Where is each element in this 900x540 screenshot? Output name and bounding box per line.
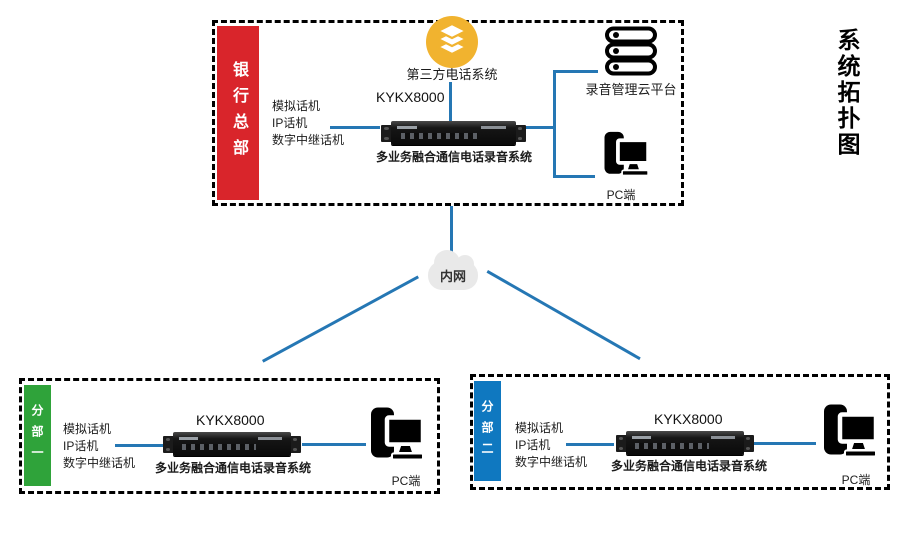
b1-pc-label: PC端 <box>391 474 421 488</box>
third-party-label: 第三方电话系统 <box>406 67 498 82</box>
cloud-platform-label: 录音管理云平台 <box>585 82 677 97</box>
hq-phone-digital: 数字中继话机 <box>272 133 345 147</box>
b1-recorder-device <box>163 432 301 456</box>
cloud-branch1-line <box>262 275 419 363</box>
branch1-box <box>19 378 440 494</box>
hq-bracket-vertical-line <box>553 70 556 178</box>
hq-thirdparty-device-line <box>449 82 452 122</box>
b2-pc-label: PC端 <box>841 473 871 487</box>
b2-recorder-device <box>616 431 754 455</box>
hq-pc-label: PC端 <box>606 188 636 202</box>
b1-device-caption: 多业务融合通信电话录音系统 <box>154 461 311 475</box>
hq-bracket-server-line <box>553 70 598 73</box>
server-stack-icon <box>603 26 659 76</box>
page-title: 系统拓扑图 <box>834 28 860 158</box>
b1-phone-ip: IP话机 <box>63 439 99 453</box>
b1-device-model: KYKX8000 <box>196 412 265 428</box>
hq-phone-ip: IP话机 <box>272 116 308 130</box>
b2-phone-ip: IP话机 <box>515 438 551 452</box>
b2-phone-list: 模拟话机 IP话机 数字中继话机 <box>515 420 587 471</box>
b1-device-pc-line <box>302 443 366 446</box>
b1-phone-analog: 模拟话机 <box>63 422 112 436</box>
hq-cloud-line <box>450 206 453 254</box>
hq-device-model: KYKX8000 <box>376 89 445 105</box>
hq-device-caption: 多业务融合通信电话录音系统 <box>375 150 532 164</box>
b2-device-pc-line <box>752 442 816 445</box>
hq-phone-list: 模拟话机 IP话机 数字中继话机 <box>272 98 344 149</box>
b1-phones-device-line <box>115 444 163 447</box>
hq-desktop-pc-icon <box>599 131 657 178</box>
branch2-box <box>470 374 890 490</box>
hq-phone-analog: 模拟话机 <box>272 99 321 113</box>
headquarters-label: 银行总部 <box>217 26 259 200</box>
layers-icon <box>426 16 478 68</box>
hq-phones-device-line <box>330 126 380 129</box>
b2-phones-device-line <box>566 443 614 446</box>
b2-device-caption: 多业务融合通信电话录音系统 <box>610 459 767 473</box>
hq-recorder-device <box>381 121 526 145</box>
branch1-label: 分部一 <box>24 385 51 486</box>
b1-desktop-pc-icon <box>370 402 428 467</box>
b2-phone-digital: 数字中继话机 <box>515 455 588 469</box>
hq-bracket-pc-line <box>553 175 595 178</box>
b1-phone-list: 模拟话机 IP话机 数字中继话机 <box>63 421 135 472</box>
b2-device-model: KYKX8000 <box>654 411 723 427</box>
network-label: 内网 <box>439 269 466 284</box>
b1-phone-digital: 数字中继话机 <box>63 456 136 470</box>
cloud-icon: 内网 <box>428 250 478 290</box>
cloud-branch2-line <box>486 270 641 361</box>
branch2-label: 分部二 <box>474 381 501 481</box>
b2-phone-analog: 模拟话机 <box>515 421 564 435</box>
hq-device-bracket-line <box>526 126 555 129</box>
b2-desktop-pc-icon <box>823 399 881 464</box>
